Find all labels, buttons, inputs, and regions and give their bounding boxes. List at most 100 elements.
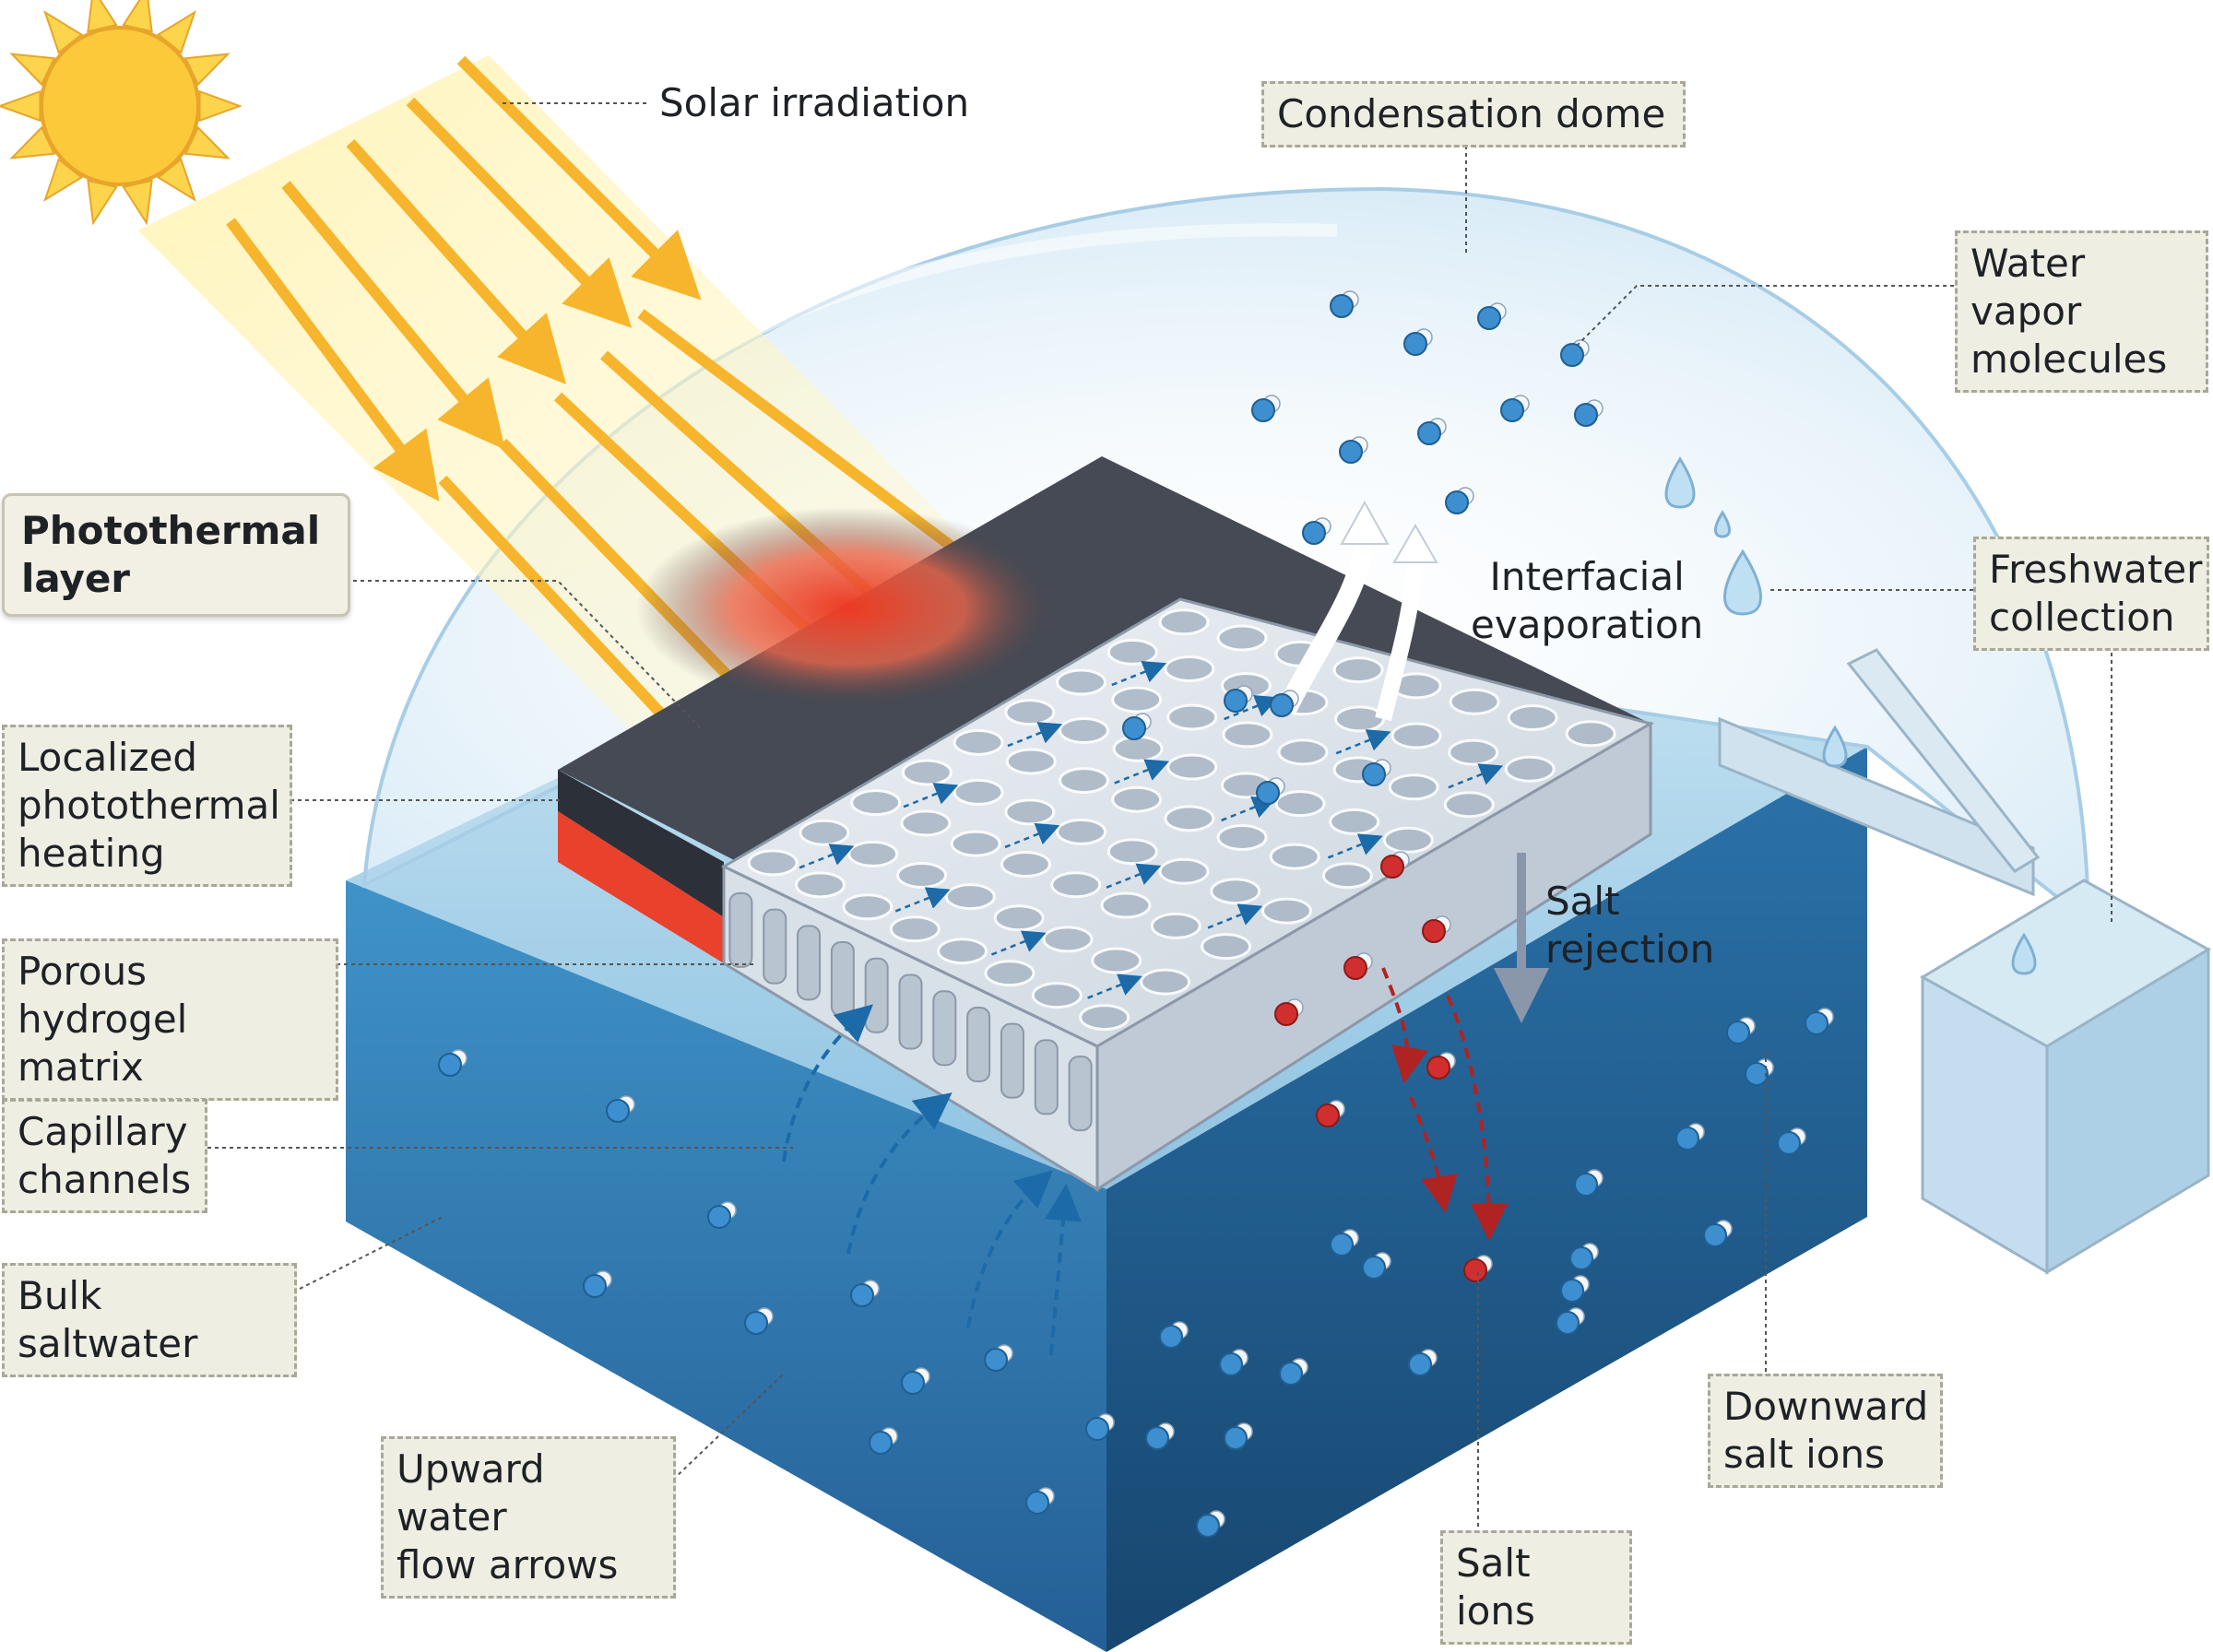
capillary-channel (1001, 1024, 1024, 1098)
water-molecule (607, 1100, 629, 1122)
water-molecule (1252, 399, 1274, 421)
capillary-channel (866, 959, 888, 1032)
capillary-channel (1035, 1040, 1058, 1114)
label-capillary-channels: Capillary channels (2, 1099, 207, 1213)
hydrogel-pore (1334, 658, 1382, 682)
water-molecule (1561, 1280, 1583, 1302)
sun-ray (200, 91, 240, 121)
water-molecule (1086, 1418, 1108, 1440)
hydrogel-pore (1160, 859, 1208, 883)
hydrogel-pore (1114, 737, 1162, 761)
water-molecule (1331, 295, 1353, 317)
hydrogel-pore (1113, 787, 1161, 811)
hydrogel-pore (952, 832, 1000, 856)
capillary-channel (1070, 1056, 1092, 1130)
capillary-channel (798, 926, 820, 999)
hydrogel-pore (939, 939, 987, 963)
hydrogel-pore (749, 851, 797, 875)
water-molecule (439, 1054, 461, 1076)
hydrogel-pore (1262, 899, 1310, 923)
capillary-channel (729, 893, 751, 967)
water-molecule (1478, 307, 1500, 329)
water-molecule (1225, 1427, 1247, 1449)
water-molecule (902, 1372, 924, 1394)
hydrogel-pore (1218, 626, 1266, 650)
salt-ion (1423, 920, 1445, 942)
label-salt-ions: Salt ions (1440, 1530, 1632, 1645)
water-molecule (1363, 1257, 1385, 1279)
water-molecule (1575, 1174, 1597, 1196)
hydrogel-pore (954, 780, 1002, 804)
water-molecule (1778, 1132, 1800, 1154)
water-molecule (1225, 690, 1247, 712)
label-localized-photothermal-heating: Localized photothermal heating (2, 725, 292, 887)
capillary-channel (967, 1008, 989, 1081)
capillary-channel (900, 975, 922, 1049)
hydrogel-pore (1166, 807, 1213, 831)
salt-ion (1275, 1003, 1297, 1025)
hydrogel-pore (797, 873, 845, 897)
hydrogel-pore (1081, 1006, 1129, 1030)
hydrogel-pore (1059, 718, 1107, 742)
salt-ion (1464, 1259, 1486, 1281)
water-molecule (1676, 1127, 1698, 1150)
hydrogel-pore (1007, 749, 1055, 773)
hydrogel-pore (1331, 809, 1379, 833)
label-freshwater-collection: Freshwater collection (1973, 537, 2209, 651)
water-molecule (1409, 1353, 1431, 1375)
label-salt-rejection: Salt rejection (1545, 878, 1714, 974)
water-molecule (870, 1432, 892, 1454)
water-molecule (1146, 1427, 1168, 1449)
hydrogel-pore (852, 791, 900, 815)
label-bulk-saltwater: Bulk saltwater (2, 1263, 297, 1377)
hydrogel-pore (1276, 792, 1324, 816)
hydrogel-pore (1224, 723, 1272, 747)
salt-ion (1427, 1056, 1450, 1079)
capillary-channel (763, 910, 786, 984)
water-molecule (1197, 1515, 1219, 1537)
label-upward-water-flow-arrows: Upward water flow arrows (381, 1436, 676, 1599)
hydrogel-pore (1160, 610, 1208, 634)
water-molecule (1363, 763, 1385, 785)
hydrogel-pore (1445, 793, 1493, 817)
label-water-vapor-molecules: Water vapor molecules (1955, 230, 2208, 393)
salt-ion (1381, 856, 1403, 878)
water-molecule (1160, 1326, 1182, 1348)
water-molecule (584, 1275, 606, 1297)
water-molecule (1704, 1224, 1726, 1246)
hydrogel-pore (844, 895, 892, 919)
hydrogel-pore (1271, 844, 1319, 868)
hydrogel-pore (1506, 757, 1554, 781)
hydrogel-pore (1450, 740, 1497, 764)
hydrogel-pore (1202, 935, 1250, 959)
water-molecule (1271, 694, 1293, 716)
water-molecule (1805, 1012, 1828, 1034)
hydrogel-pore (1113, 688, 1161, 712)
hydrogel-pore (1336, 707, 1384, 731)
water-molecule (1418, 422, 1440, 444)
hydrogel-pore (1323, 864, 1371, 888)
hydrogel-pore (1044, 927, 1092, 951)
label-porous-hydrogel-matrix: Porous hydrogel matrix (2, 938, 338, 1101)
hydrogel-pore (1142, 970, 1189, 994)
water-molecule (1026, 1492, 1048, 1514)
hydrogel-pore (995, 906, 1043, 930)
hydrogel-pore (1392, 724, 1440, 748)
hydrogel-pore (986, 962, 1034, 985)
hydrogel-pore (1006, 701, 1054, 725)
water-molecule (851, 1284, 873, 1306)
hydrogel-pore (1102, 893, 1150, 917)
salt-ion (1344, 957, 1367, 979)
hydrogel-pore (898, 863, 946, 887)
hydrogel-pore (891, 917, 939, 941)
hydrogel-pore (1001, 852, 1049, 876)
water-molecule (1331, 1233, 1353, 1256)
water-molecule (1561, 344, 1583, 366)
water-molecule (1727, 1021, 1749, 1044)
water-molecule (1340, 441, 1362, 463)
capillary-channel (933, 991, 955, 1065)
water-molecule (1501, 399, 1523, 421)
hydrogel-pore (1567, 722, 1615, 746)
hydrogel-pore (1108, 840, 1156, 864)
sun-ray (0, 91, 40, 121)
